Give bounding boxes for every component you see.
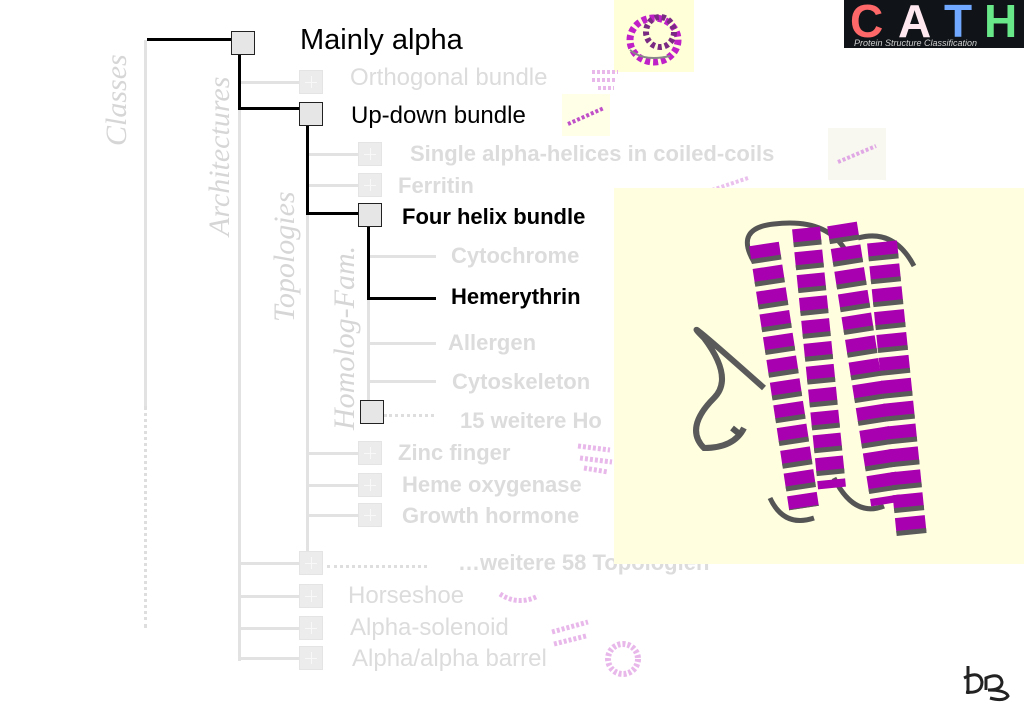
- level-label-architectures: Architectures: [203, 76, 236, 236]
- logo-letter-c: C: [850, 0, 884, 47]
- structure-thumbnail-mainly-alpha: [614, 0, 694, 72]
- family-label-cytoskeleton[interactable]: Cytoskeleton: [452, 369, 591, 394]
- node-box-growth-hormone[interactable]: [358, 503, 382, 527]
- architecture-label-horseshoe[interactable]: Horseshoe: [348, 582, 465, 609]
- family-label-hemerythrin[interactable]: Hemerythrin: [451, 284, 581, 309]
- structure-thumbnail-orthogonal-bundle: [588, 64, 624, 94]
- level-label-homologous-families: Homolog-Fam.: [328, 245, 361, 430]
- node-box-heme-oxygenase[interactable]: [358, 473, 382, 497]
- node-box-alpha-alpha-barrel[interactable]: [299, 646, 323, 670]
- architecture-label-alpha-alpha-barrel[interactable]: Alpha/alpha barrel: [352, 645, 547, 672]
- logo-subtitle: Protein Structure Classification: [854, 38, 978, 48]
- structure-thumbnail-horseshoe: [496, 586, 542, 608]
- topology-label-growth-hormone[interactable]: Growth hormone: [402, 503, 580, 528]
- logo-letter-t: T: [944, 0, 973, 47]
- architecture-label-alpha-solenoid[interactable]: Alpha-solenoid: [350, 614, 509, 641]
- level-label-topologies: Topologies: [268, 191, 301, 322]
- node-box-mainly-alpha[interactable]: [231, 31, 255, 55]
- topology-label-ferritin[interactable]: Ferritin: [398, 173, 474, 198]
- node-box-up-down-bundle[interactable]: [299, 102, 323, 126]
- structure-thumbnail-up-down-bundle: [562, 94, 610, 136]
- class-label-mainly-alpha[interactable]: Mainly alpha: [300, 24, 463, 56]
- topology-label-zinc-finger[interactable]: Zinc finger: [398, 440, 511, 465]
- node-box-orthogonal-bundle[interactable]: [299, 70, 323, 94]
- family-label-allergen[interactable]: Allergen: [448, 330, 537, 355]
- logo-letter-a: A: [898, 0, 932, 47]
- node-box-horseshoe[interactable]: [299, 584, 323, 608]
- structure-thumbnail-zinc-finger: [574, 432, 618, 478]
- structure-thumbnail-alpha-solenoid: [548, 612, 594, 652]
- family-label-more-families[interactable]: 15 weitere Ho: [460, 408, 602, 433]
- cath-logo: C A T H Protein Structure Classification: [844, 0, 1024, 48]
- logo-letter-h: H: [984, 0, 1018, 47]
- node-box-more-topologies[interactable]: [299, 551, 323, 575]
- node-box-zinc-finger[interactable]: [358, 441, 382, 465]
- topology-label-heme-oxygenase[interactable]: Heme oxygenase: [402, 472, 582, 497]
- node-box-four-helix-bundle[interactable]: [358, 203, 382, 227]
- architecture-label-up-down-bundle[interactable]: Up-down bundle: [351, 102, 526, 129]
- node-box-more-families[interactable]: [360, 400, 384, 424]
- family-label-cytochrome[interactable]: Cytochrome: [451, 243, 580, 268]
- structure-thumbnail-alpha-alpha-barrel: [598, 636, 648, 682]
- architecture-label-orthogonal-bundle[interactable]: Orthogonal bundle: [350, 64, 548, 91]
- structure-thumbnail-single-alpha-helices: [828, 128, 886, 180]
- topology-label-single-alpha-helices[interactable]: Single alpha-helices in coiled-coils: [410, 141, 775, 166]
- topology-label-four-helix-bundle[interactable]: Four helix bundle: [402, 204, 586, 229]
- node-box-ferritin[interactable]: [358, 173, 382, 197]
- hemerythrin-structure-image: [614, 188, 1024, 564]
- node-box-single-alpha-helices[interactable]: [358, 142, 382, 166]
- node-box-alpha-solenoid[interactable]: [299, 616, 323, 640]
- institute-monogram-logo: [960, 660, 1020, 702]
- level-label-classes: Classes: [100, 54, 133, 146]
